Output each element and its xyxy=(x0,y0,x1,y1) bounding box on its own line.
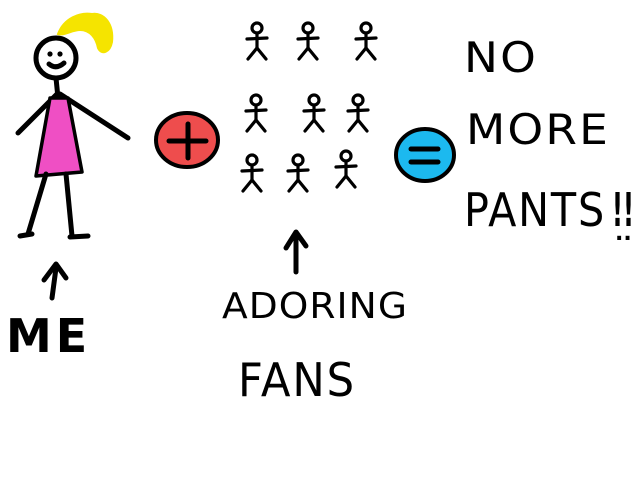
pink-dress xyxy=(34,96,84,178)
fan-figure xyxy=(346,93,370,133)
hair xyxy=(56,12,114,54)
fans-group xyxy=(240,21,378,193)
right-arm xyxy=(57,91,131,141)
right-leg xyxy=(63,171,75,239)
label-fans: FANS xyxy=(238,353,356,407)
up-arrow-icon xyxy=(283,229,309,275)
result-line-1: NO xyxy=(464,33,538,82)
label-me: ME xyxy=(6,309,91,363)
result-line-3: PANTS xyxy=(464,183,606,237)
up-arrow-icon xyxy=(41,261,69,301)
result-line-2: MORE xyxy=(466,105,610,154)
head xyxy=(33,35,79,81)
fan-figure xyxy=(240,153,264,193)
equals-circle xyxy=(394,127,456,183)
fan-figure xyxy=(245,21,269,61)
result-exclaim: !! xyxy=(612,183,634,237)
fan-figure xyxy=(244,93,268,133)
fan-figure xyxy=(286,153,310,193)
plus-circle xyxy=(154,111,220,169)
smile xyxy=(46,60,67,70)
eye-left xyxy=(47,51,53,57)
fan-figure xyxy=(354,21,378,61)
left-leg xyxy=(25,171,49,237)
result-dots: .. xyxy=(615,221,632,246)
label-adoring: ADORING xyxy=(222,286,408,327)
eye-right xyxy=(57,51,63,57)
fan-figure xyxy=(296,21,320,61)
me-figure xyxy=(15,12,131,240)
fan-figure xyxy=(302,93,326,133)
fan-figure xyxy=(334,149,358,189)
